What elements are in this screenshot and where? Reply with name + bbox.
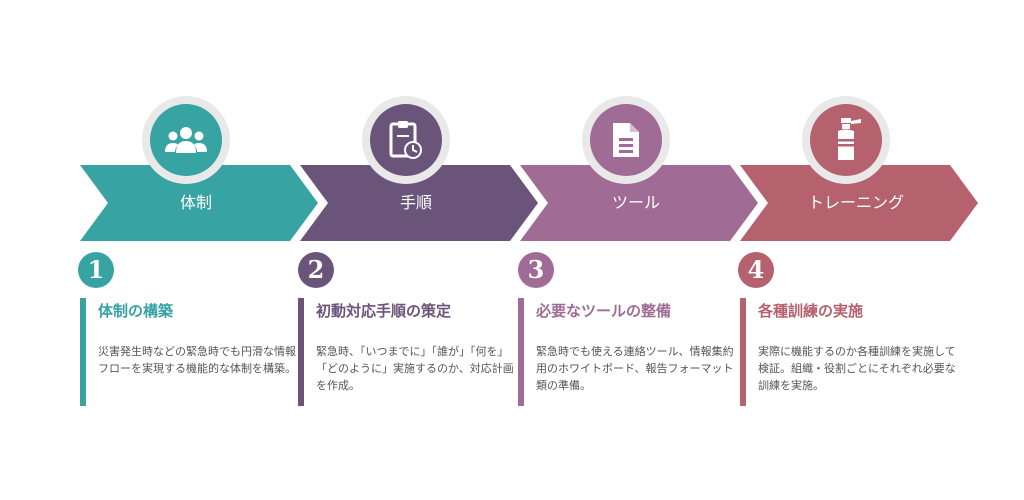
step-3-icon-ring <box>582 96 670 184</box>
step-4-icon-circle <box>810 104 882 176</box>
step-4-card: 各種訓練の実施 実際に機能するのか各種訓練を実施して検証。組織・役割ごとにそれぞ… <box>740 298 958 406</box>
step-4-title: 各種訓練の実施 <box>758 302 864 320</box>
step-2-arrow <box>300 165 538 241</box>
step-2-icon-ring <box>362 96 450 184</box>
step-2-label: 手順 <box>399 193 432 212</box>
step-4-icon-ring <box>802 96 890 184</box>
step-4-label: トレーニング <box>807 193 904 212</box>
step-1-title: 体制の構築 <box>98 302 174 320</box>
step-3-card: 必要なツールの整備 緊急時でも使える連絡ツール、情報集約用のホワイトボード、報告… <box>518 298 736 406</box>
people-icon <box>165 127 207 153</box>
step-1-description: 災害発生時などの緊急時でも円滑な情報フローを実現する機能的な体制を構築。 <box>98 345 296 375</box>
step-1-icon-ring <box>142 96 230 184</box>
step-2-description: 緊急時、「いつまでに」「誰が」「何を」「どのように」実施するのか、対応計画を作成… <box>316 345 514 392</box>
step-4-number: 4 <box>738 252 774 288</box>
step-2-card: 初動対応手順の策定 緊急時、「いつまでに」「誰が」「何を」「どのように」実施する… <box>298 298 516 406</box>
step-2-title: 初動対応手順の策定 <box>316 302 452 320</box>
clipboard-clock-icon <box>389 121 422 159</box>
step-3-title: 必要なツールの整備 <box>536 302 672 320</box>
step-4-arrow <box>740 165 978 241</box>
step-4-description: 実際に機能するのか各種訓練を実施して検証。組織・役割ごとにそれぞれ必要な訓練を実… <box>758 345 956 392</box>
step-1-icon-circle <box>150 104 222 176</box>
step-1-number: 1 <box>78 252 114 288</box>
step-3-number: 3 <box>518 252 554 288</box>
fire-extinguisher-icon <box>838 118 861 160</box>
step-3-label: ツール <box>611 193 660 212</box>
step-3-description: 緊急時でも使える連絡ツール、情報集約用のホワイトボード、報告フォーマット類の準備… <box>536 345 734 392</box>
document-icon <box>613 123 639 157</box>
step-2-number: 2 <box>298 252 334 288</box>
step-1-label: 体制 <box>179 193 212 212</box>
step-1-card: 体制の構築 災害発生時などの緊急時でも円滑な情報フローを実現する機能的な体制を構… <box>80 298 298 406</box>
step-1-arrow <box>80 165 318 241</box>
step-3-icon-circle <box>590 104 662 176</box>
step-3-arrow <box>520 165 758 241</box>
step-2-icon-circle <box>370 104 442 176</box>
